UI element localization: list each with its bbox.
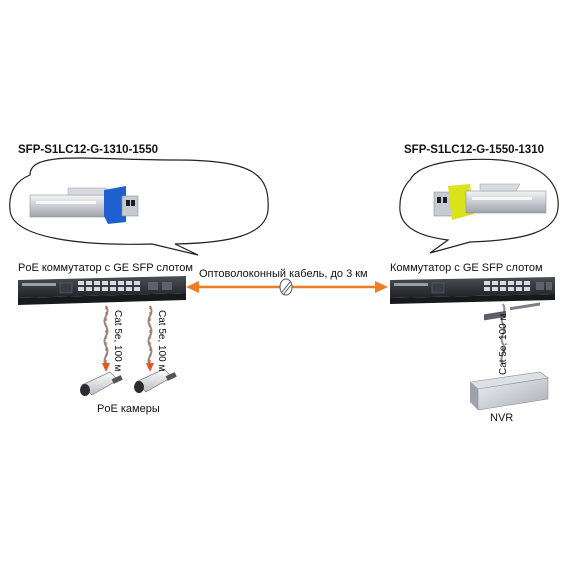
left-speech-bubble [9, 157, 269, 256]
left-cable-2 [146, 305, 154, 372]
nvr-label: NVR [490, 412, 514, 424]
right-switch-label: Коммутатор с GE SFP слотом [390, 262, 543, 274]
left-cable-1 [102, 305, 110, 372]
right-sfp-module [433, 183, 547, 220]
left-sfp-model: SFP-S1LC12-G-1310-1550 [18, 144, 158, 156]
left-cable-2-label: Cat 5e, 100 м [156, 310, 167, 372]
left-sfp-module [29, 186, 139, 224]
cameras-label: PoE камеры [97, 403, 160, 415]
left-cable-1-label: Cat 5e, 100 м [112, 310, 123, 372]
right-cable-label: Cat 5e, 100 м [498, 313, 509, 375]
poe-camera-2 [134, 368, 177, 393]
poe-camera-1 [80, 371, 123, 396]
right-sfp-model: SFP-S1LC12-G-1550-1310 [404, 144, 544, 156]
left-poe-switch [18, 276, 186, 305]
left-switch-label: PoE коммутатор с GE SFP слотом [18, 262, 193, 274]
fiber-label: Оптоволоконный кабель, до 3 км [199, 268, 368, 280]
fiber-link [186, 278, 388, 296]
right-switch [390, 277, 555, 304]
nvr-device [469, 302, 549, 411]
